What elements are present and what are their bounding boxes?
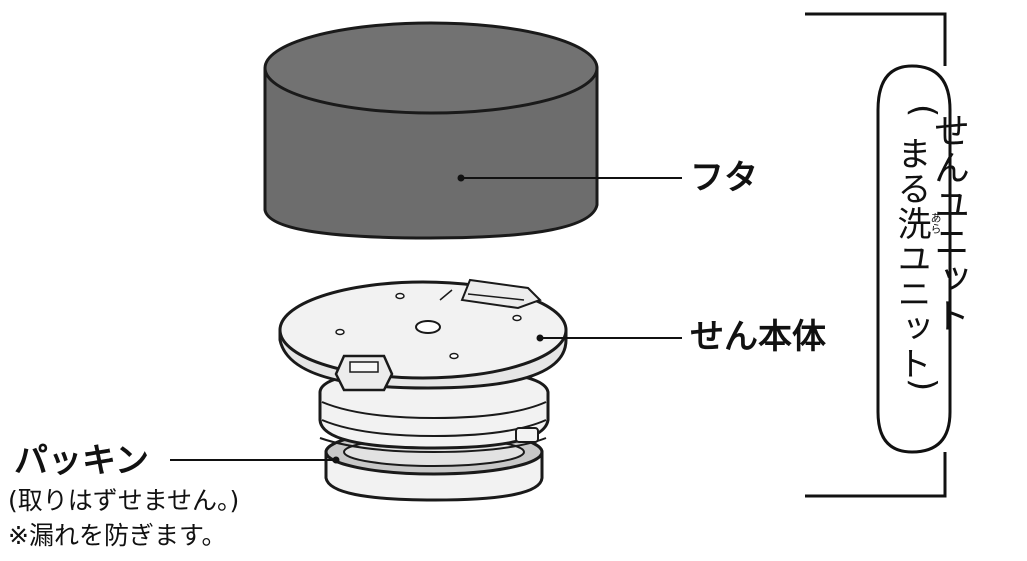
packing-label: パッキン [14, 441, 149, 481]
unit-subtitle-open-paren: ( [903, 104, 943, 119]
unit-title: せんユニット [928, 112, 969, 334]
packing-note-leak: ※漏れを防ぎます。 [8, 521, 227, 550]
unit-bracket [805, 12, 952, 498]
plug-body-illustration [278, 278, 568, 392]
unit-subtitle: まる洗ユニット [891, 136, 931, 381]
lid-illustration [263, 21, 599, 240]
packing-note-removable: (取りはずせません。) [8, 486, 240, 515]
lid-label: フタ [690, 158, 758, 198]
furigana-ara: あら [929, 212, 942, 234]
unit-subtitle-close-paren: ) [903, 378, 943, 393]
plug-body-label: せん本体 [690, 317, 826, 357]
